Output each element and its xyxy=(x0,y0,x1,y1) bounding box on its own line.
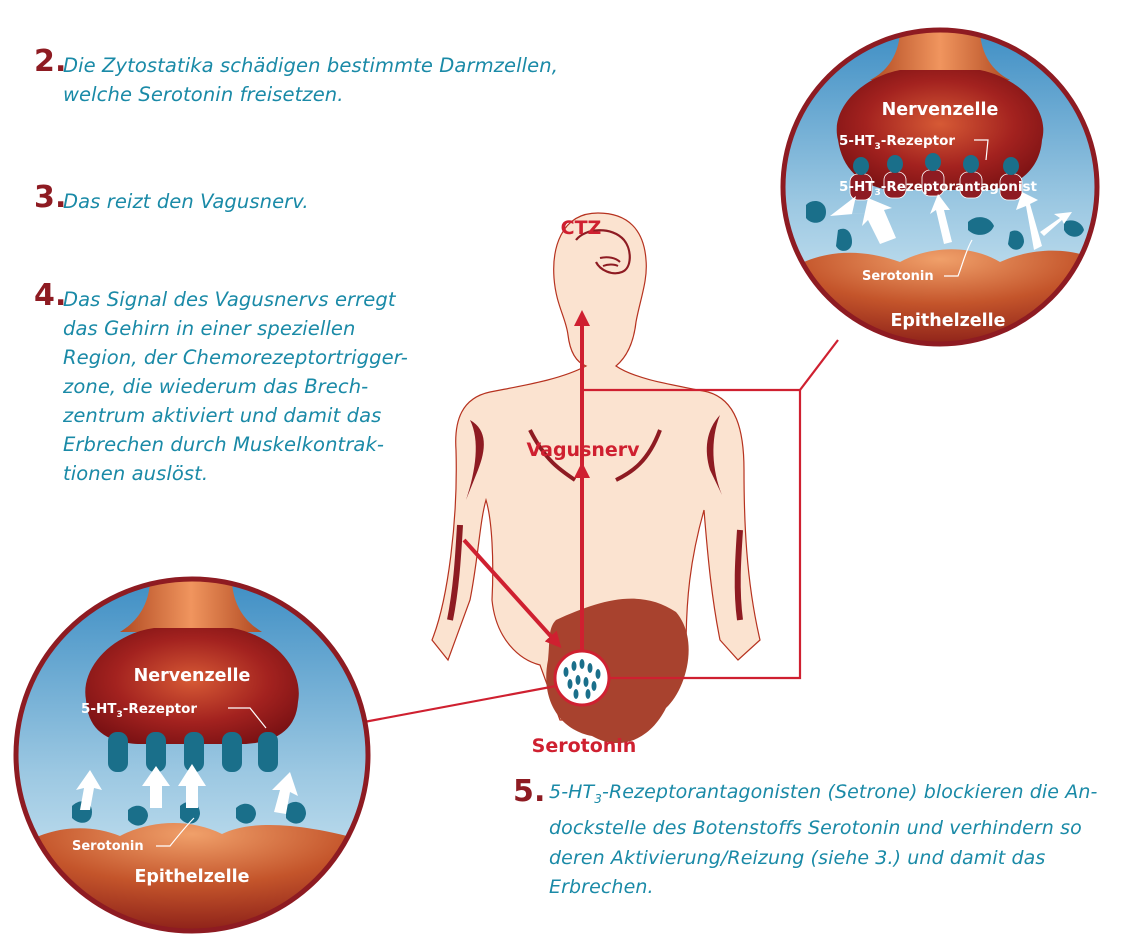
top-nerve-label: Nervenzelle xyxy=(882,100,999,120)
vein-arm-right xyxy=(738,530,740,620)
serotonin-body-label: Serotonin xyxy=(532,735,637,757)
serotonin-cluster xyxy=(555,651,609,705)
bottom-epithel-label: Epithelzelle xyxy=(134,867,249,887)
ctz-label: CTZ xyxy=(561,217,602,239)
zoom-circle-bottom: Nervenzelle 5-HT3-Rezeptor Serotonin Epi… xyxy=(14,570,370,934)
bottom-serotonin-label: Serotonin xyxy=(72,839,144,854)
bottom-nerve-label: Nervenzelle xyxy=(134,666,251,686)
vagus-label: Vagusnerv xyxy=(526,439,640,461)
top-serotonin-label: Serotonin xyxy=(862,269,934,284)
zoom-circle-top: Nervenzelle 5-HT3-Rezeptor 5-HT3-Rezepto… xyxy=(780,20,1100,348)
top-epithel-label: Epithelzelle xyxy=(890,311,1005,331)
